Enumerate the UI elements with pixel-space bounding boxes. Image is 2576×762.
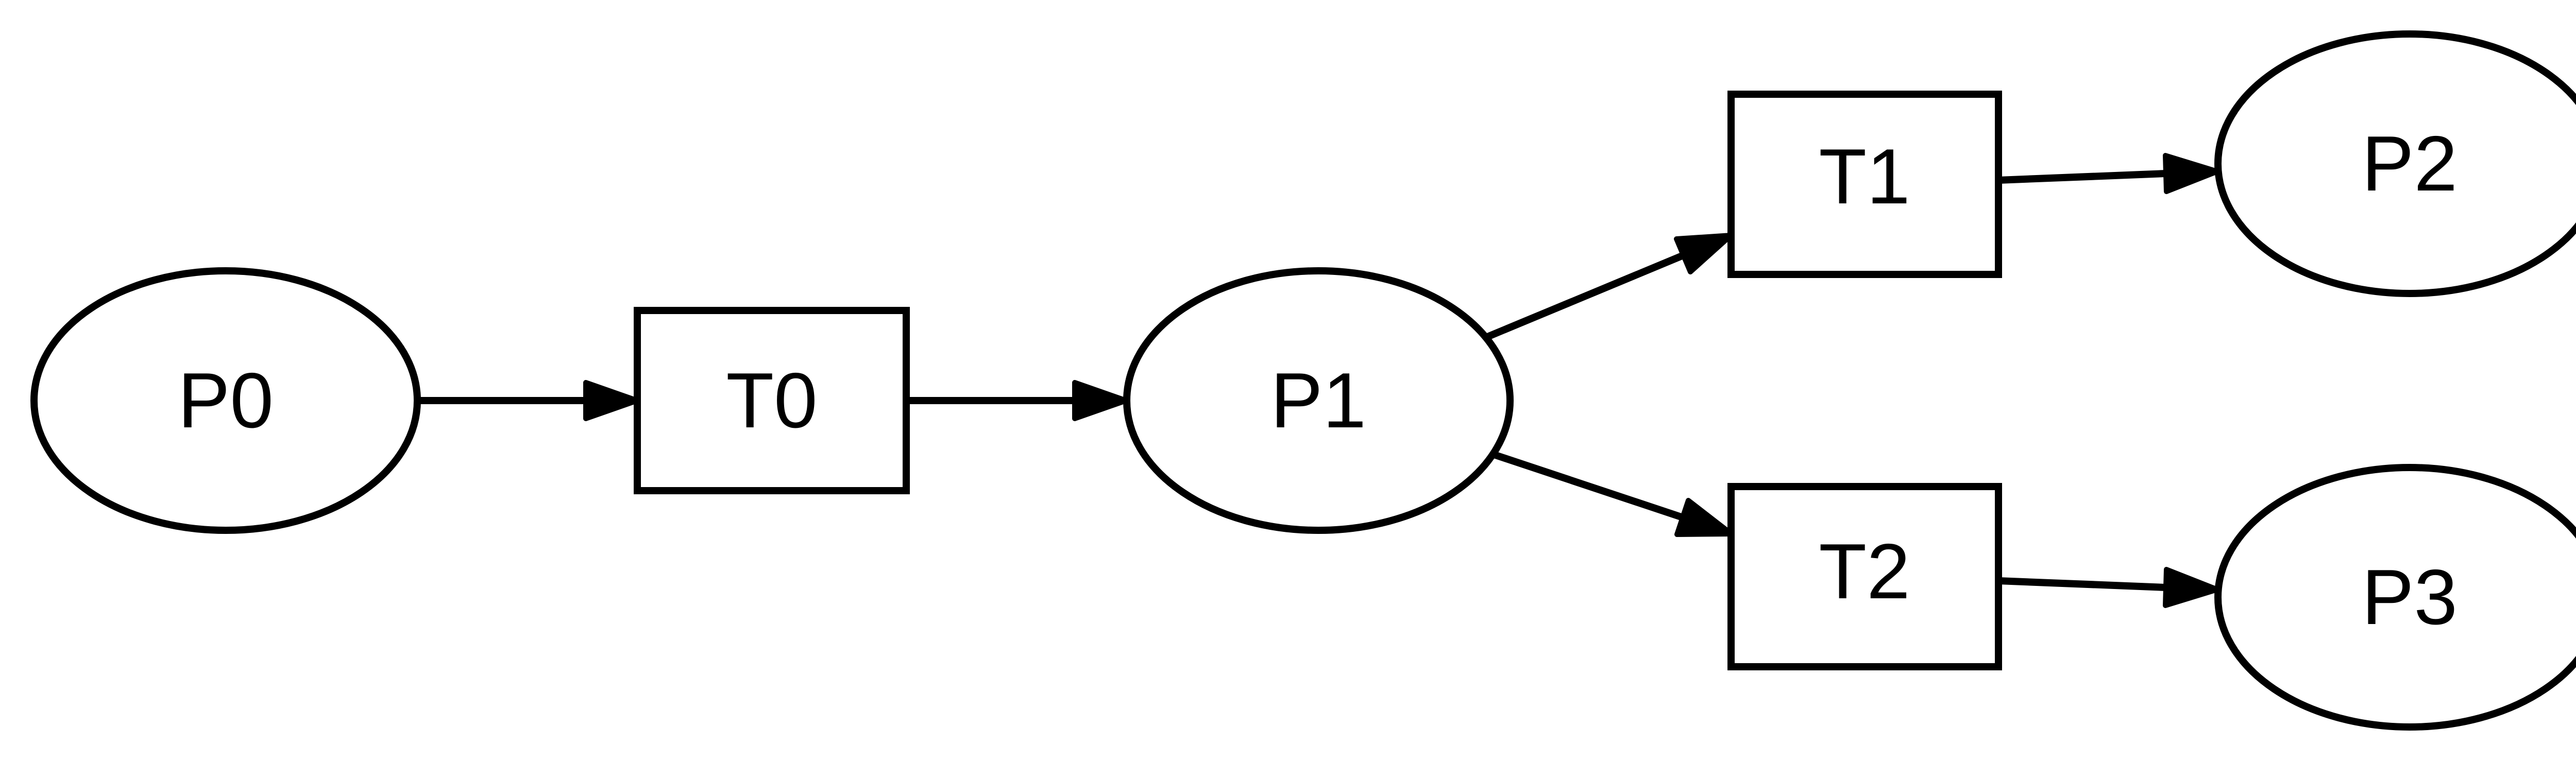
transition-t1[interactable]: T1 — [1727, 91, 2002, 278]
edge-t2-p3 — [1995, 567, 2220, 608]
place-p1[interactable]: P1 — [1123, 267, 1514, 534]
edge-p1-t2 — [1490, 451, 1734, 537]
place-p0-label: P0 — [178, 357, 274, 444]
transition-t2-label: T2 — [1819, 528, 1910, 615]
edges — [414, 153, 2220, 608]
edge-t1-p2 — [1995, 153, 2220, 194]
transition-t0[interactable]: T0 — [634, 307, 910, 494]
place-p3[interactable]: P3 — [2214, 464, 2576, 731]
transition-t0-label: T0 — [726, 357, 817, 444]
place-p3-label: P3 — [2362, 553, 2458, 641]
transition-t1-label: T1 — [1819, 133, 1910, 220]
place-p0[interactable]: P0 — [30, 267, 421, 534]
place-p1-label: P1 — [1270, 357, 1366, 444]
edge-p0-t0 — [414, 380, 640, 421]
edge-t0-p1 — [903, 380, 1129, 421]
edge-p1-t1 — [1483, 233, 1734, 341]
transition-t2[interactable]: T2 — [1727, 483, 2002, 670]
nodes: P0 T0 P1 T1 P2 T2 P3 — [30, 30, 2576, 731]
place-p2-label: P2 — [2362, 120, 2458, 207]
place-p2[interactable]: P2 — [2214, 30, 2576, 297]
